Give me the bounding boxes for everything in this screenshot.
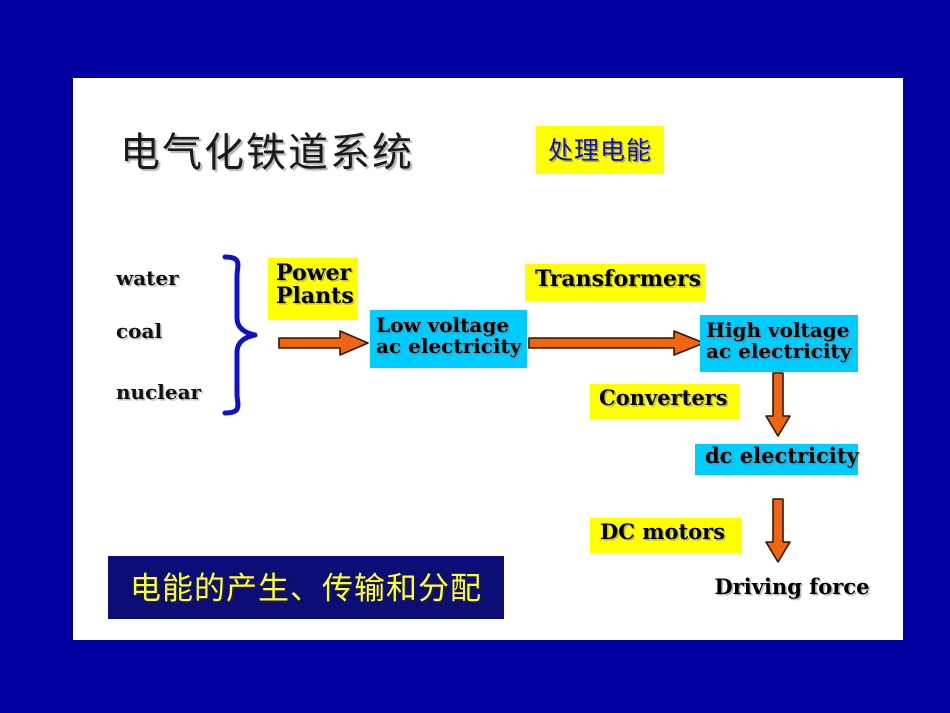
curly-brace-icon — [222, 254, 258, 416]
source-label-coal: coal — [116, 319, 163, 343]
node-high-voltage-ac-electricity: High voltage ac electricity — [700, 315, 858, 372]
handle-electric-energy-label: 处理电能 — [536, 126, 665, 174]
arrow-down-icon-dc-to-driving-force — [765, 498, 791, 563]
bottom-banner-label: 电能的产生、传输和分配 — [108, 556, 504, 619]
slide-content-area: 电气化铁道系统 处理电能 water coal nuclear Power Pl… — [73, 78, 903, 640]
node-power-plants: Power Plants — [268, 258, 358, 320]
source-label-water: water — [116, 266, 179, 290]
node-driving-force: Driving force — [714, 574, 870, 599]
node-dc-motors: DC motors — [590, 518, 742, 553]
node-low-voltage-ac-electricity: Low voltage ac electricity — [370, 310, 527, 368]
arrow-down-icon-high-to-dc — [765, 372, 791, 437]
source-label-nuclear: nuclear — [116, 380, 202, 404]
node-dc-electricity: dc electricity — [695, 444, 859, 475]
arrow-right-icon-sources-to-plants — [278, 330, 369, 356]
node-transformers: Transformers — [525, 264, 705, 301]
page-title: 电气化铁道系统 — [120, 130, 414, 176]
arrow-right-icon-low-to-high — [528, 330, 705, 356]
node-converters: Converters — [590, 384, 740, 419]
